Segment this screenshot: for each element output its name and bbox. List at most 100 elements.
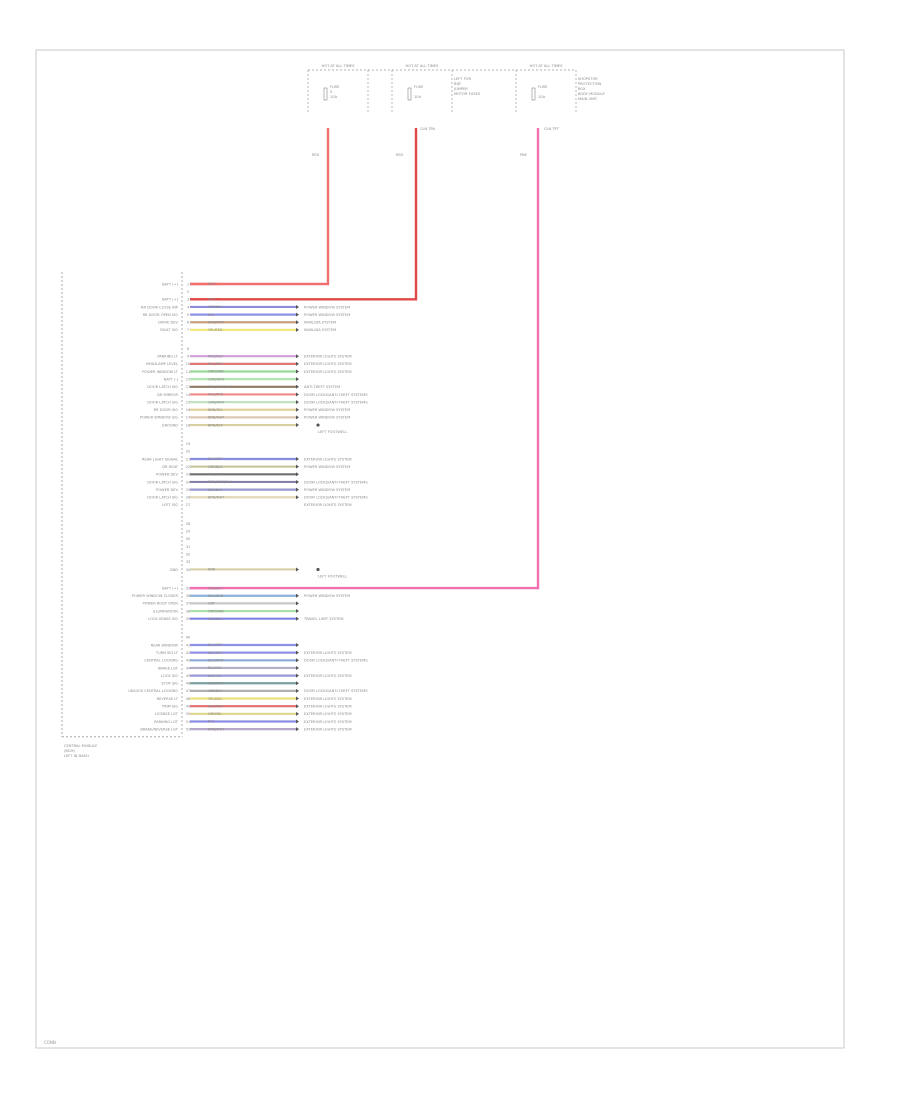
connector-arrow <box>296 727 299 732</box>
fuse-icon <box>323 87 328 101</box>
destination-label: EXTERIOR LIGHTS SYSTEM <box>304 697 352 701</box>
pin-number: 48 <box>186 697 191 701</box>
connector-arrow <box>296 593 299 598</box>
wire-color-label: GRY <box>208 602 216 606</box>
destination-label: POWER WINDOW SYSTEM <box>304 305 350 309</box>
fuse-spec: FUSE <box>538 85 548 89</box>
destination-label: EXTERIOR LIGHTS SYSTEM <box>304 727 352 731</box>
pin-label: GROUND <box>162 423 178 427</box>
connector-arrow <box>296 377 299 382</box>
pin-number: 7 <box>187 328 189 332</box>
wire-color-label: BRN/WHT <box>208 320 225 324</box>
pin-label: POWER WINDOW SIG <box>140 416 178 420</box>
connector-arrow <box>296 711 299 716</box>
fuse-tag: CLN TPT <box>544 127 560 131</box>
wire-color-label: BLK/RED <box>208 704 223 708</box>
destination-label: LEFT FOOTWELL <box>318 430 347 434</box>
destination-label: DOOR LOCKS/ANTI-THEFT SYSTEMS <box>304 393 368 397</box>
pin-number: 36 <box>186 594 191 598</box>
connector-arrow <box>296 658 299 663</box>
fuse-box: HOT AT ALL TIMESFUSE10ASHOPSTORPROTECTIO… <box>515 64 605 157</box>
pin-number: 24 <box>186 480 191 484</box>
pin-label: STOP SIG <box>161 682 178 686</box>
pin-number: 52 <box>186 727 191 731</box>
wire-color-label: BRN/WHT <box>208 495 225 499</box>
connector-arrow <box>296 407 299 412</box>
pin-label: BATT (+) <box>162 298 179 302</box>
destination-label: INVALIDA SYSTEM <box>304 321 336 325</box>
fuse-box-title: HOT AT ALL TIMES <box>322 64 356 68</box>
pin-label: DOOR LATCH SIG <box>147 385 178 389</box>
connector-arrow <box>296 650 299 655</box>
wire-color-label: GRN/WHT <box>208 400 226 404</box>
destination-label: ANTI-THEFT SYSTEM <box>304 385 340 389</box>
wire-color-label: BLU <box>208 720 215 724</box>
pin-number: 30 <box>186 537 191 541</box>
fuse-spec: 10A <box>538 95 546 99</box>
pin-number: 22 <box>186 465 191 469</box>
connector-arrow <box>296 354 299 359</box>
pin-number: 43 <box>186 659 191 663</box>
pin-label: POWER BODY OPEN <box>142 602 178 606</box>
diagram-frame <box>35 49 845 1049</box>
wire-color-label: BLU/GRY <box>208 651 223 655</box>
wire-color-label: YEL/RED <box>208 328 223 332</box>
pin-number: 35 <box>186 586 191 590</box>
pin-number: 14 <box>186 393 191 397</box>
destination-label: POWER WINDOW SYSTEM <box>304 488 350 492</box>
pin-label: DR HEAT <box>162 465 179 469</box>
pin-number: 46 <box>186 682 191 686</box>
destination-label: DOOR LOCKS/ANTI-THEFT SYSTEMS <box>304 689 368 693</box>
pin-number: 49 <box>186 705 191 709</box>
pin-number: 39 <box>186 617 191 621</box>
central-module: CENTRAL MODULE(BCM)LEFT IN DASH <box>61 272 183 758</box>
connector-arrow <box>296 643 299 647</box>
destination-label: EXTERIOR LIGHTS SYSTEM <box>304 503 352 507</box>
destination-label: EXTERIOR LIGHTS SYSTEM <box>304 705 352 709</box>
pin-number: 40 <box>186 636 191 640</box>
pin-number: 51 <box>186 720 191 724</box>
pin-number: 21 <box>186 457 191 461</box>
connector-arrow <box>296 681 299 686</box>
wire-color-label: PNK/BLK <box>208 586 223 590</box>
fuse-note: PROTECTION <box>578 82 602 86</box>
pin-label: LOCK SIG <box>161 674 178 678</box>
wire-color-label: BRN/GRN/WHT <box>208 385 234 389</box>
fuse-note: LEFT FOR <box>454 77 472 81</box>
pin-number: 47 <box>186 689 191 693</box>
pin-label: REAR LIGHT SIGNAL <box>142 457 178 461</box>
connector-arrow <box>296 495 299 500</box>
fuse-tag: CLN TPA <box>420 127 435 131</box>
pin-number: 23 <box>186 473 191 477</box>
destination-label: INVALIDA SYSTEM <box>304 328 336 332</box>
connector-arrow <box>296 479 299 484</box>
fuse-note: BDF <box>454 82 461 86</box>
pin-label: DOOR LATCH SIG <box>147 496 178 500</box>
wire-color-label: BLU/GRY <box>208 643 223 647</box>
pin-label: LOCK SENSE SIG <box>148 617 178 621</box>
connector-arrow <box>296 400 299 405</box>
connector-arrow <box>296 601 299 606</box>
pin-label: FAULT SIG <box>160 328 178 332</box>
fuse-spec: FUSE <box>330 85 340 89</box>
pin-number: 8 <box>187 347 190 351</box>
fuse-spec: 5 <box>330 90 332 94</box>
pin-number: 29 <box>186 530 191 534</box>
wire-color-label: GRY/GRN <box>208 609 224 613</box>
fuse-spec: 10A <box>330 95 338 99</box>
destination-label: EXTERIOR LIGHTS SYSTEM <box>304 651 352 655</box>
wire-color-label: GRY/YEL <box>208 712 222 716</box>
pin-number: 13 <box>186 385 191 389</box>
destination-label: POWER WINDOW SYSTEM <box>304 594 350 598</box>
pin-number: 20 <box>186 450 191 454</box>
pin-label: REAR WINDOW <box>151 643 179 647</box>
pin-label: CENTRAL LOCKING <box>144 659 178 663</box>
wire-color-label: BRN/BLK <box>208 423 224 427</box>
connector-arrow <box>296 384 299 389</box>
pin-label: DR MIRROR <box>157 393 178 397</box>
destination-label: DOOR LOCKS/ANTI-THEFT SYSTEMS <box>304 659 368 663</box>
